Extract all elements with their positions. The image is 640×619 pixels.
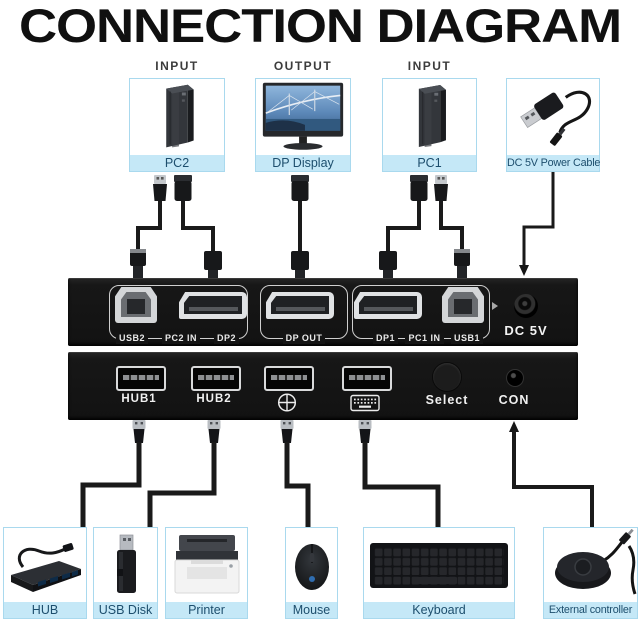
dp2-port bbox=[179, 292, 247, 319]
keyboard-port bbox=[342, 366, 392, 391]
dp-out-label: DP OUT bbox=[282, 333, 326, 344]
hub2-label: HUB2 bbox=[196, 393, 232, 405]
hub2-cable bbox=[147, 420, 221, 527]
dc-marker-icon bbox=[492, 302, 498, 310]
page-title: CONNECTION DIAGRAM bbox=[19, 0, 622, 52]
controller-cable bbox=[509, 421, 594, 527]
printer-image bbox=[166, 528, 247, 602]
dc-5v-jack bbox=[514, 294, 538, 318]
pc-tower-icon bbox=[418, 85, 446, 148]
rear-group-pc1: DP1 PC1 IN USB1 bbox=[352, 285, 490, 344]
pc2-dp-cable bbox=[174, 175, 222, 278]
pc2-image bbox=[130, 79, 224, 155]
usb-disk-image bbox=[94, 528, 157, 602]
display-image bbox=[256, 79, 350, 155]
controller-box: External controller bbox=[543, 527, 638, 619]
hub1-label: HUB1 bbox=[121, 393, 157, 405]
rear-group-dp-out: DP OUT bbox=[260, 285, 348, 344]
usb2-port bbox=[115, 287, 157, 323]
keyboard-device-icon bbox=[370, 543, 508, 588]
hub-box: HUB bbox=[3, 527, 87, 619]
con-label: CON bbox=[498, 393, 530, 407]
power-cable-caption: DC 5V Power Cable bbox=[507, 155, 601, 171]
keyboard-cable bbox=[358, 420, 441, 527]
mouse-device-icon bbox=[294, 544, 329, 590]
printer-icon bbox=[174, 535, 239, 594]
pc2-header: INPUT bbox=[155, 59, 199, 73]
printer-box: Printer bbox=[165, 527, 248, 619]
pc1-dp-cable bbox=[379, 175, 428, 278]
pc1-caption: PC1 bbox=[383, 155, 476, 171]
dc-5v-label: DC 5V bbox=[504, 323, 548, 338]
external-controller-icon bbox=[554, 529, 636, 595]
usb-hub-icon bbox=[11, 542, 81, 592]
mouse-box: Mouse bbox=[285, 527, 338, 619]
mouse-image bbox=[286, 528, 337, 602]
keyboard-caption: Keyboard bbox=[364, 602, 514, 618]
hub2-port bbox=[191, 366, 241, 391]
pc-tower-icon bbox=[166, 84, 194, 148]
dp2-port-label: DP2 bbox=[213, 333, 239, 344]
rear-group-pc2: USB2 PC2 IN DP2 bbox=[109, 285, 248, 344]
printer-caption: Printer bbox=[166, 602, 247, 618]
mouse-port bbox=[264, 366, 314, 391]
keyboard-image bbox=[364, 528, 514, 602]
display-header: OUTPUT bbox=[273, 59, 333, 73]
power-cable-image bbox=[507, 79, 599, 155]
hub1-port bbox=[116, 366, 166, 391]
pc1-header: INPUT bbox=[407, 59, 452, 73]
pc1-box: PC1 bbox=[382, 78, 477, 172]
page-title-text: CONNECTION DIAGRAM bbox=[19, 0, 621, 52]
pc2-box: PC2 bbox=[129, 78, 225, 172]
usb1-port-label: USB1 bbox=[450, 333, 483, 344]
hub-image bbox=[4, 528, 86, 602]
usb-power-cable-icon bbox=[520, 90, 591, 146]
keyboard-icon bbox=[350, 394, 380, 412]
display-dp-cable bbox=[291, 175, 309, 278]
pc2-in-label: PC2 IN bbox=[161, 333, 200, 344]
keyboard-box: Keyboard bbox=[363, 527, 515, 619]
monitor-icon bbox=[262, 82, 344, 150]
usb-disk-icon bbox=[116, 534, 136, 593]
power-cable-line bbox=[519, 172, 555, 276]
mouse-icon bbox=[277, 393, 297, 412]
usb-disk-box: USB Disk bbox=[93, 527, 158, 619]
hub-caption: HUB bbox=[4, 602, 86, 618]
dp1-port-label: DP1 bbox=[373, 333, 399, 344]
pc1-image bbox=[383, 79, 476, 155]
kvm-rear-panel: USB2 PC2 IN DP2 DP OUT DP1 PC1 IN USB1 bbox=[68, 278, 578, 346]
mouse-cable bbox=[280, 420, 311, 527]
usb2-port-label: USB2 bbox=[116, 333, 149, 344]
pc2-caption: PC2 bbox=[130, 155, 224, 171]
controller-caption: External controller bbox=[544, 602, 637, 618]
pc1-in-label: PC1 IN bbox=[405, 333, 444, 344]
pc1-usb-cable bbox=[434, 175, 470, 278]
mouse-caption: Mouse bbox=[286, 602, 337, 618]
usb1-port bbox=[442, 287, 484, 323]
hub1-cable bbox=[80, 420, 146, 527]
con-jack bbox=[506, 369, 524, 387]
dp1-port bbox=[354, 292, 422, 319]
display-caption: DP Display bbox=[256, 155, 350, 171]
kvm-front-panel: HUB1 HUB2 Select CON bbox=[68, 352, 578, 420]
power-cable-box: DC 5V Power Cable bbox=[506, 78, 600, 172]
select-label: Select bbox=[425, 393, 469, 407]
controller-image bbox=[544, 528, 637, 602]
dp-out-port bbox=[266, 292, 334, 319]
display-box: DP Display bbox=[255, 78, 351, 172]
select-button bbox=[433, 363, 461, 391]
usb-disk-caption: USB Disk bbox=[94, 602, 157, 618]
pc2-usb-cable bbox=[130, 175, 167, 278]
